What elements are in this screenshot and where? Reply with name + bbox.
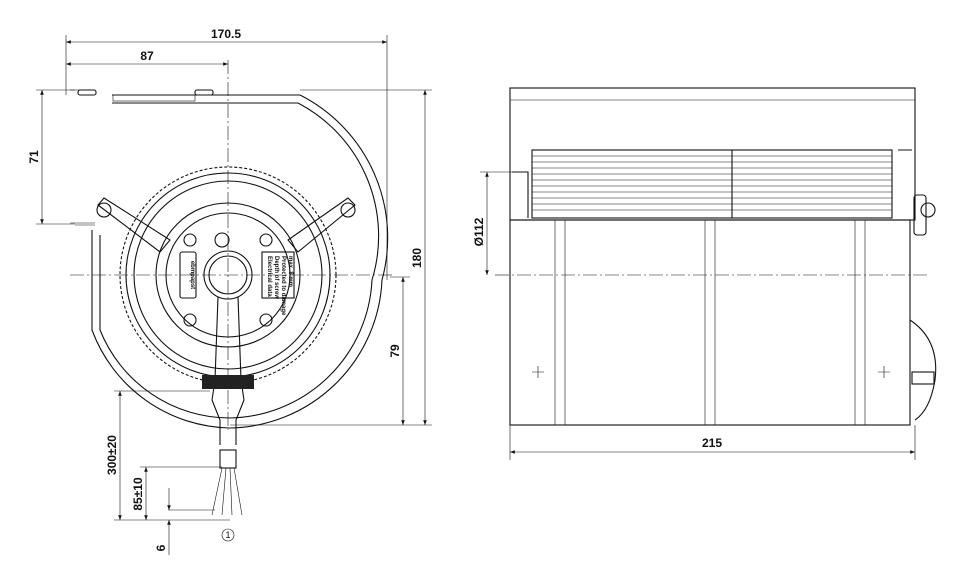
- dim-center-offset-y: 71: [27, 150, 41, 164]
- side-dimensions: Ø112 215: [472, 171, 916, 460]
- dim-depth-total: 215: [702, 436, 722, 450]
- front-view: ebmpapst Electrical data Depth of screw …: [70, 60, 395, 516]
- warning-label-3: Protected to damage: [280, 256, 286, 316]
- dim-height-total: 180: [410, 248, 424, 268]
- dim-cable-length: 300±20: [105, 435, 119, 475]
- callout-1: 1: [225, 530, 230, 540]
- impeller-blades: [532, 150, 892, 218]
- front-dimensions: 170.5 87 71 180 79 300±20 85±10 6 1: [27, 27, 432, 555]
- dim-strip-length: 85±10: [131, 477, 145, 511]
- dim-wire-end: 6: [154, 544, 168, 551]
- warning-label-1: Electrical data: [266, 256, 272, 297]
- dim-center-offset-x: 87: [140, 49, 154, 63]
- warning-label-2: Depth of screw: [273, 256, 279, 299]
- brand-label: ebmpapst: [189, 261, 195, 289]
- dim-inlet-diameter: Ø112: [472, 217, 486, 246]
- warning-label-4: max. 8 mm: [287, 256, 293, 287]
- dim-center-to-bottom: 79: [388, 344, 402, 358]
- side-view: [495, 87, 937, 426]
- dim-width-total: 170.5: [211, 27, 241, 41]
